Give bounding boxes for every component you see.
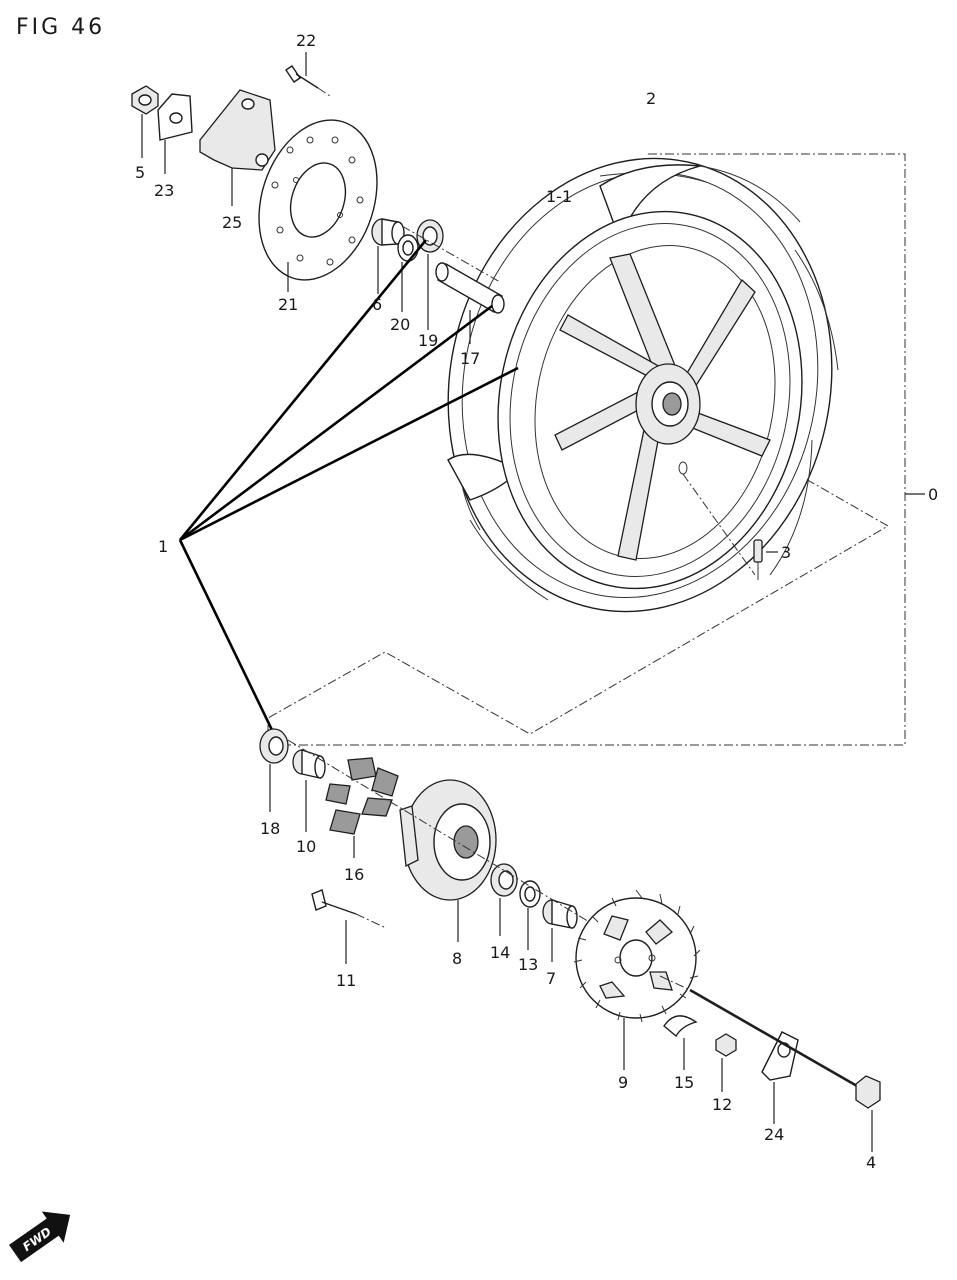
bearing-part-18 [259,728,289,812]
callout-1: 1 [158,537,168,556]
callout-3: 3 [781,543,791,562]
callout-0: 0 [928,485,938,504]
collar-part-10 [292,749,326,832]
tire-valve-part [753,539,778,580]
disc-holes [271,136,364,266]
callout-8: 8 [452,949,462,968]
caliper-bracket-part-25 [199,89,276,206]
bracket-part-23 [157,93,193,174]
callout-11: 11 [336,971,356,990]
bolt-part-22 [285,52,331,97]
axle-part-4 [659,975,881,1152]
callout-6: 6 [372,295,382,314]
callout-19: 19 [418,331,438,350]
spacer-part-17 [435,262,505,344]
axis-line-upper [401,225,501,283]
sprocket-hub-part-8 [399,779,497,942]
brake-disc-part-21 [258,119,378,292]
callout-1-leaders [178,239,519,731]
wheel-spokes [554,253,771,561]
callout-15: 15 [674,1073,694,1092]
nut-part-12 [715,1033,737,1092]
washer-part-20 [397,234,419,312]
callout-17: 17 [460,349,480,368]
callout-7: 7 [546,969,556,988]
axis-line-lower [287,739,597,927]
callout-23: 23 [154,181,174,200]
fwd-badge: FWD [8,1211,71,1263]
sprocket-part-9 [573,889,701,1070]
callout-22: 22 [296,31,316,50]
callout-25: 25 [222,213,242,232]
callout-24: 24 [764,1125,784,1144]
callout-21: 21 [278,295,298,314]
callout-20: 20 [390,315,410,334]
bearing-part-14 [490,863,518,936]
callout-12: 12 [712,1095,732,1114]
callout-9: 9 [618,1073,628,1092]
callout-13: 13 [518,955,538,974]
callout-16: 16 [344,865,364,884]
callout-5: 5 [135,163,145,182]
sprocket-teeth [573,889,701,1023]
collar-part-6 [371,218,405,294]
washer-part-13 [519,880,541,950]
callout-labels: 0 1 1-1 2 3 4 5 6 7 8 9 10 11 12 13 14 1… [135,31,938,1172]
chain-adjuster-part-24 [761,1031,799,1124]
callout-18: 18 [260,819,280,838]
callout-4: 4 [866,1153,876,1172]
collar-part-7 [542,899,578,962]
assembly-boundary [267,153,925,746]
bolt-part-11 [311,889,387,964]
callout-10: 10 [296,837,316,856]
damper-rubbers-part-16 [325,757,399,858]
wheel-tire-assembly [447,157,839,613]
callout-2: 2 [646,89,656,108]
callout-14: 14 [490,943,510,962]
callout-1-1: 1-1 [546,187,572,206]
lock-plate-part-15 [663,1015,698,1070]
figure-title: FIG 46 [16,15,105,40]
nut-part-5 [131,85,159,158]
